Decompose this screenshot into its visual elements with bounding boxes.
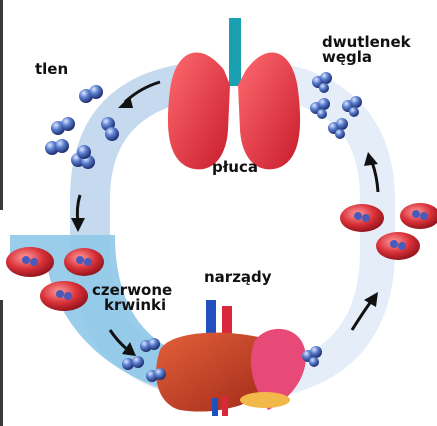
vessel-stub (212, 398, 218, 416)
lungs-icon (168, 18, 300, 169)
organs-group (156, 300, 306, 416)
vessel-stub (222, 396, 228, 416)
trachea (229, 18, 241, 86)
co2-label-line2: węgla (322, 50, 372, 65)
rbc-label-line2: krwinki (104, 298, 166, 313)
lungs-label: płuca (212, 160, 258, 175)
organs-label: narządy (204, 270, 272, 285)
oxygen-label: tlen (35, 62, 68, 77)
pancreas (240, 392, 290, 408)
